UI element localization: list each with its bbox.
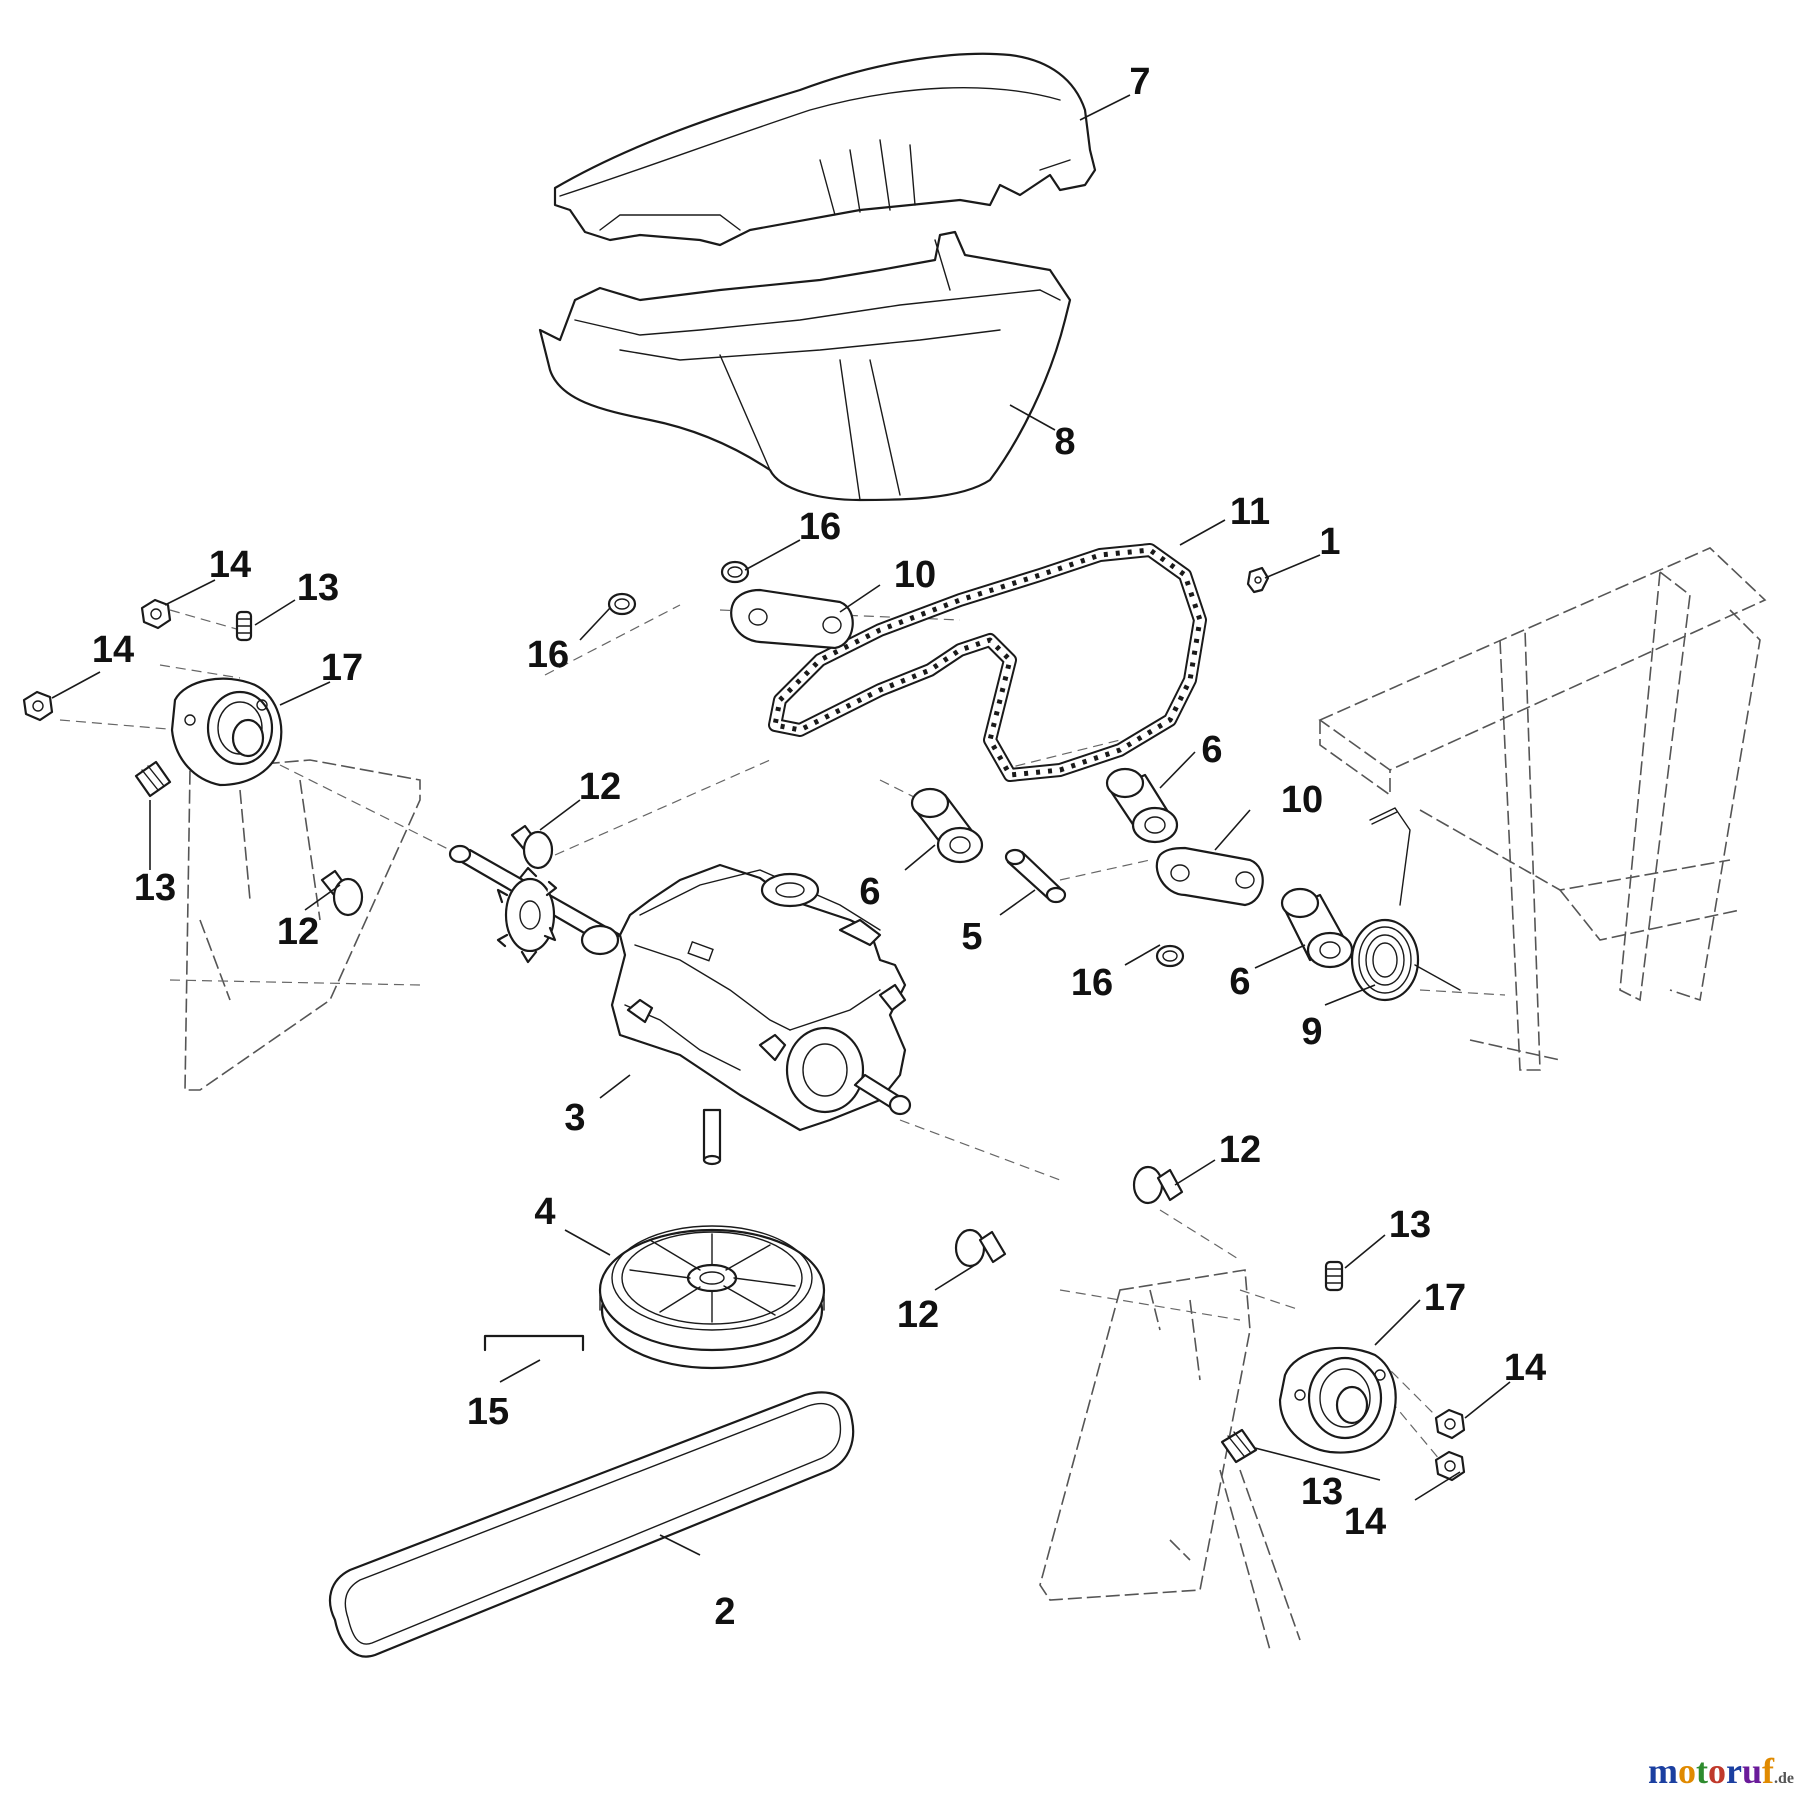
set-screw-d (1220, 1428, 1258, 1464)
circlip-b (720, 560, 750, 584)
cover-lower (538, 230, 1072, 502)
callout-13: 13 (134, 867, 176, 909)
callout-6: 6 (1201, 729, 1222, 771)
pin (1004, 848, 1067, 904)
callout-9: 9 (1301, 1011, 1322, 1053)
bearing-flange-left (170, 677, 283, 787)
bolt-a (510, 824, 554, 870)
set-screw-b (134, 760, 172, 798)
v-belt (328, 1391, 855, 1658)
bearing-flange-right (1278, 1346, 1397, 1454)
callout-2: 2 (714, 1591, 735, 1633)
torsion-spring (1350, 807, 1461, 1002)
watermark-logo: motoruf.de (1648, 1751, 1794, 1791)
callout-17: 17 (1424, 1277, 1466, 1319)
pulley (598, 1225, 826, 1370)
callout-4: 4 (534, 1191, 555, 1233)
callout-15: 15 (467, 1391, 509, 1433)
callout-labels: 7 8 16 16 16 10 10 11 1 14 14 14 14 13 1… (92, 61, 1546, 1633)
clip (1246, 566, 1270, 594)
frame-outline-bottom-right (1039, 1269, 1301, 1651)
callout-16: 16 (799, 506, 841, 548)
frame-outline-left (169, 759, 421, 1091)
callout-5: 5 (961, 916, 982, 958)
set-screw-a (235, 610, 253, 642)
bolt-c (1132, 1165, 1184, 1205)
watermark-letter: r (1726, 1751, 1742, 1791)
callout-12: 12 (1219, 1129, 1261, 1171)
watermark-suffix: .de (1774, 1770, 1794, 1787)
link-plate-lower (1155, 846, 1264, 907)
gearbox (448, 844, 912, 1166)
watermark-letter: t (1696, 1751, 1708, 1791)
leader-lines (51, 94, 1511, 1556)
watermark-letter: f (1762, 1751, 1775, 1791)
callout-14: 14 (1344, 1501, 1386, 1543)
callout-16: 16 (1071, 962, 1113, 1004)
callout-3: 3 (564, 1097, 585, 1139)
bolt-b (320, 869, 364, 917)
callout-17: 17 (321, 647, 363, 689)
callout-13: 13 (1389, 1204, 1431, 1246)
callout-10: 10 (894, 554, 936, 596)
roller-b (1105, 767, 1179, 844)
nut-d (1434, 1450, 1466, 1482)
watermark-letter: u (1742, 1751, 1762, 1791)
circlip-a (607, 592, 637, 616)
watermark-letter: o (1678, 1751, 1696, 1791)
frame-outline-right (1318, 547, 1767, 1071)
circlip-c (1155, 944, 1185, 968)
bolt-d (954, 1228, 1007, 1268)
drive-chain (768, 543, 1207, 782)
watermark-letter: m (1648, 1751, 1678, 1791)
callout-16: 16 (527, 634, 569, 676)
watermark-letter: o (1708, 1751, 1726, 1791)
callout-14: 14 (209, 544, 251, 586)
sprocket (496, 866, 558, 964)
callout-13: 13 (297, 567, 339, 609)
callout-14: 14 (92, 629, 134, 671)
nut-b (22, 690, 54, 722)
callout-11: 11 (1230, 491, 1270, 533)
callout-6: 6 (859, 871, 880, 913)
callout-8: 8 (1054, 421, 1075, 463)
key-staple (483, 1334, 585, 1352)
roller-c (1280, 887, 1354, 969)
callout-1: 1 (1319, 521, 1340, 563)
link-plate-upper (730, 588, 854, 650)
set-screw-c (1324, 1260, 1344, 1292)
cover-upper (553, 52, 1097, 247)
callout-12: 12 (897, 1294, 939, 1336)
roller-a (910, 787, 984, 864)
callout-12: 12 (277, 911, 319, 953)
callout-14: 14 (1504, 1347, 1546, 1389)
callout-12: 12 (579, 766, 621, 808)
svg-text:motoruf.de: motoruf.de (1648, 1751, 1794, 1791)
callout-7: 7 (1129, 61, 1150, 103)
nut-c (1434, 1408, 1466, 1440)
callout-13: 13 (1301, 1471, 1343, 1513)
callout-10: 10 (1281, 779, 1323, 821)
callout-6: 6 (1229, 961, 1250, 1003)
nut-a (140, 598, 172, 630)
